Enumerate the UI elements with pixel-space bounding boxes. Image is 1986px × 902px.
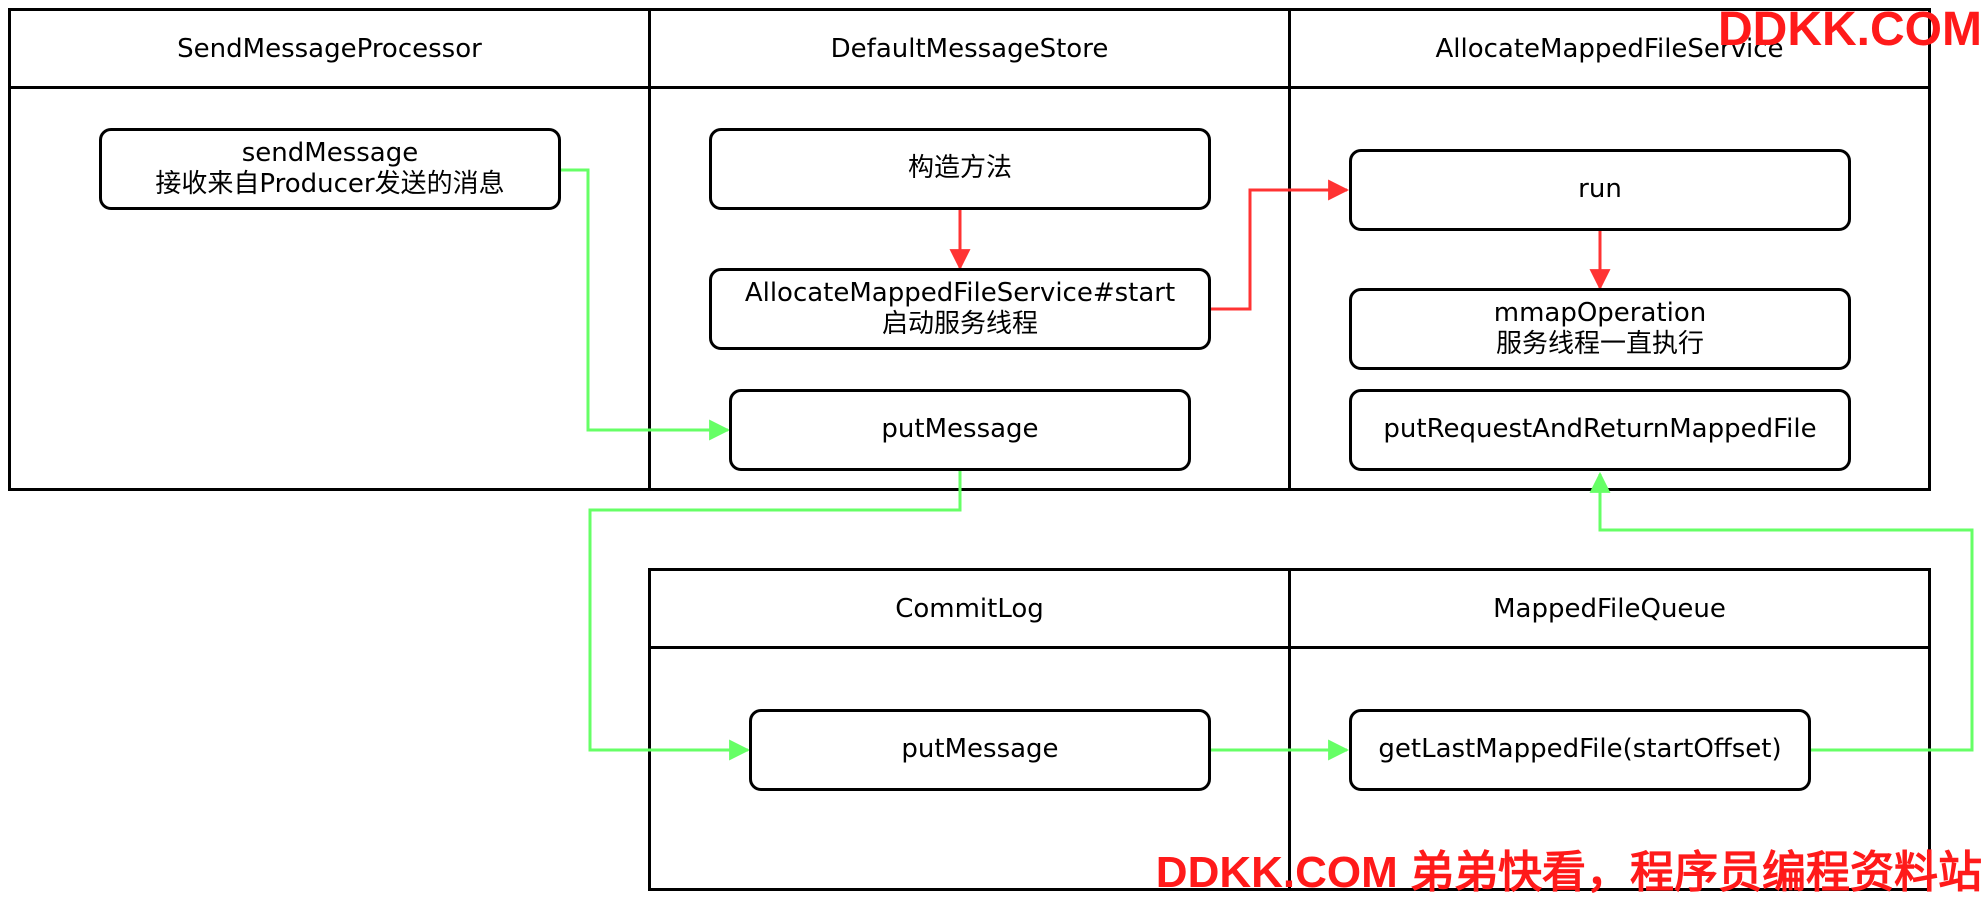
node-constructor-title: 构造方法 (907, 153, 1012, 184)
node-run-title: run (1578, 174, 1622, 205)
lane-header-send-message-processor: SendMessageProcessor (11, 11, 648, 89)
node-constructor[interactable]: 构造方法 (709, 128, 1211, 210)
node-send-message[interactable]: sendMessage 接收来自Producer发送的消息 (99, 128, 561, 210)
node-put-request[interactable]: putRequestAndReturnMappedFile (1349, 389, 1851, 471)
node-put-message-commitlog[interactable]: putMessage (749, 709, 1211, 791)
node-get-last-mapped-file-title: getLastMappedFile(startOffset) (1378, 734, 1782, 765)
node-put-request-title: putRequestAndReturnMappedFile (1383, 414, 1817, 445)
node-allocate-start-title: AllocateMappedFileService#start (744, 277, 1176, 308)
watermark-bottom: DDKK.COM 弟弟快看，程序员编程资料站 (1155, 848, 1982, 897)
node-put-message-commitlog-title: putMessage (901, 734, 1059, 765)
node-allocate-start-desc: 启动服务线程 (881, 309, 1038, 339)
node-allocate-start[interactable]: AllocateMappedFileService#start 启动服务线程 (709, 268, 1211, 350)
watermark-top: DDKK.COM (1718, 3, 1982, 56)
node-run[interactable]: run (1349, 149, 1851, 231)
lane-send-message-processor: SendMessageProcessor (8, 8, 651, 491)
lane-header-allocate-mapped-file-service: AllocateMappedFileService (1291, 11, 1928, 89)
node-mmap-operation-title: mmapOperation (1493, 297, 1707, 328)
node-send-message-desc: 接收来自Producer发送的消息 (155, 169, 505, 199)
node-send-message-title: sendMessage (241, 137, 419, 168)
node-get-last-mapped-file[interactable]: getLastMappedFile(startOffset) (1349, 709, 1811, 791)
node-mmap-operation-desc: 服务线程一直执行 (1495, 329, 1704, 359)
lane-header-commit-log: CommitLog (651, 571, 1288, 649)
node-mmap-operation[interactable]: mmapOperation 服务线程一直执行 (1349, 288, 1851, 370)
lane-header-default-message-store: DefaultMessageStore (651, 11, 1288, 89)
lane-header-mapped-file-queue: MappedFileQueue (1291, 571, 1928, 649)
node-put-message-store-title: putMessage (881, 414, 1039, 445)
node-put-message-store[interactable]: putMessage (729, 389, 1191, 471)
